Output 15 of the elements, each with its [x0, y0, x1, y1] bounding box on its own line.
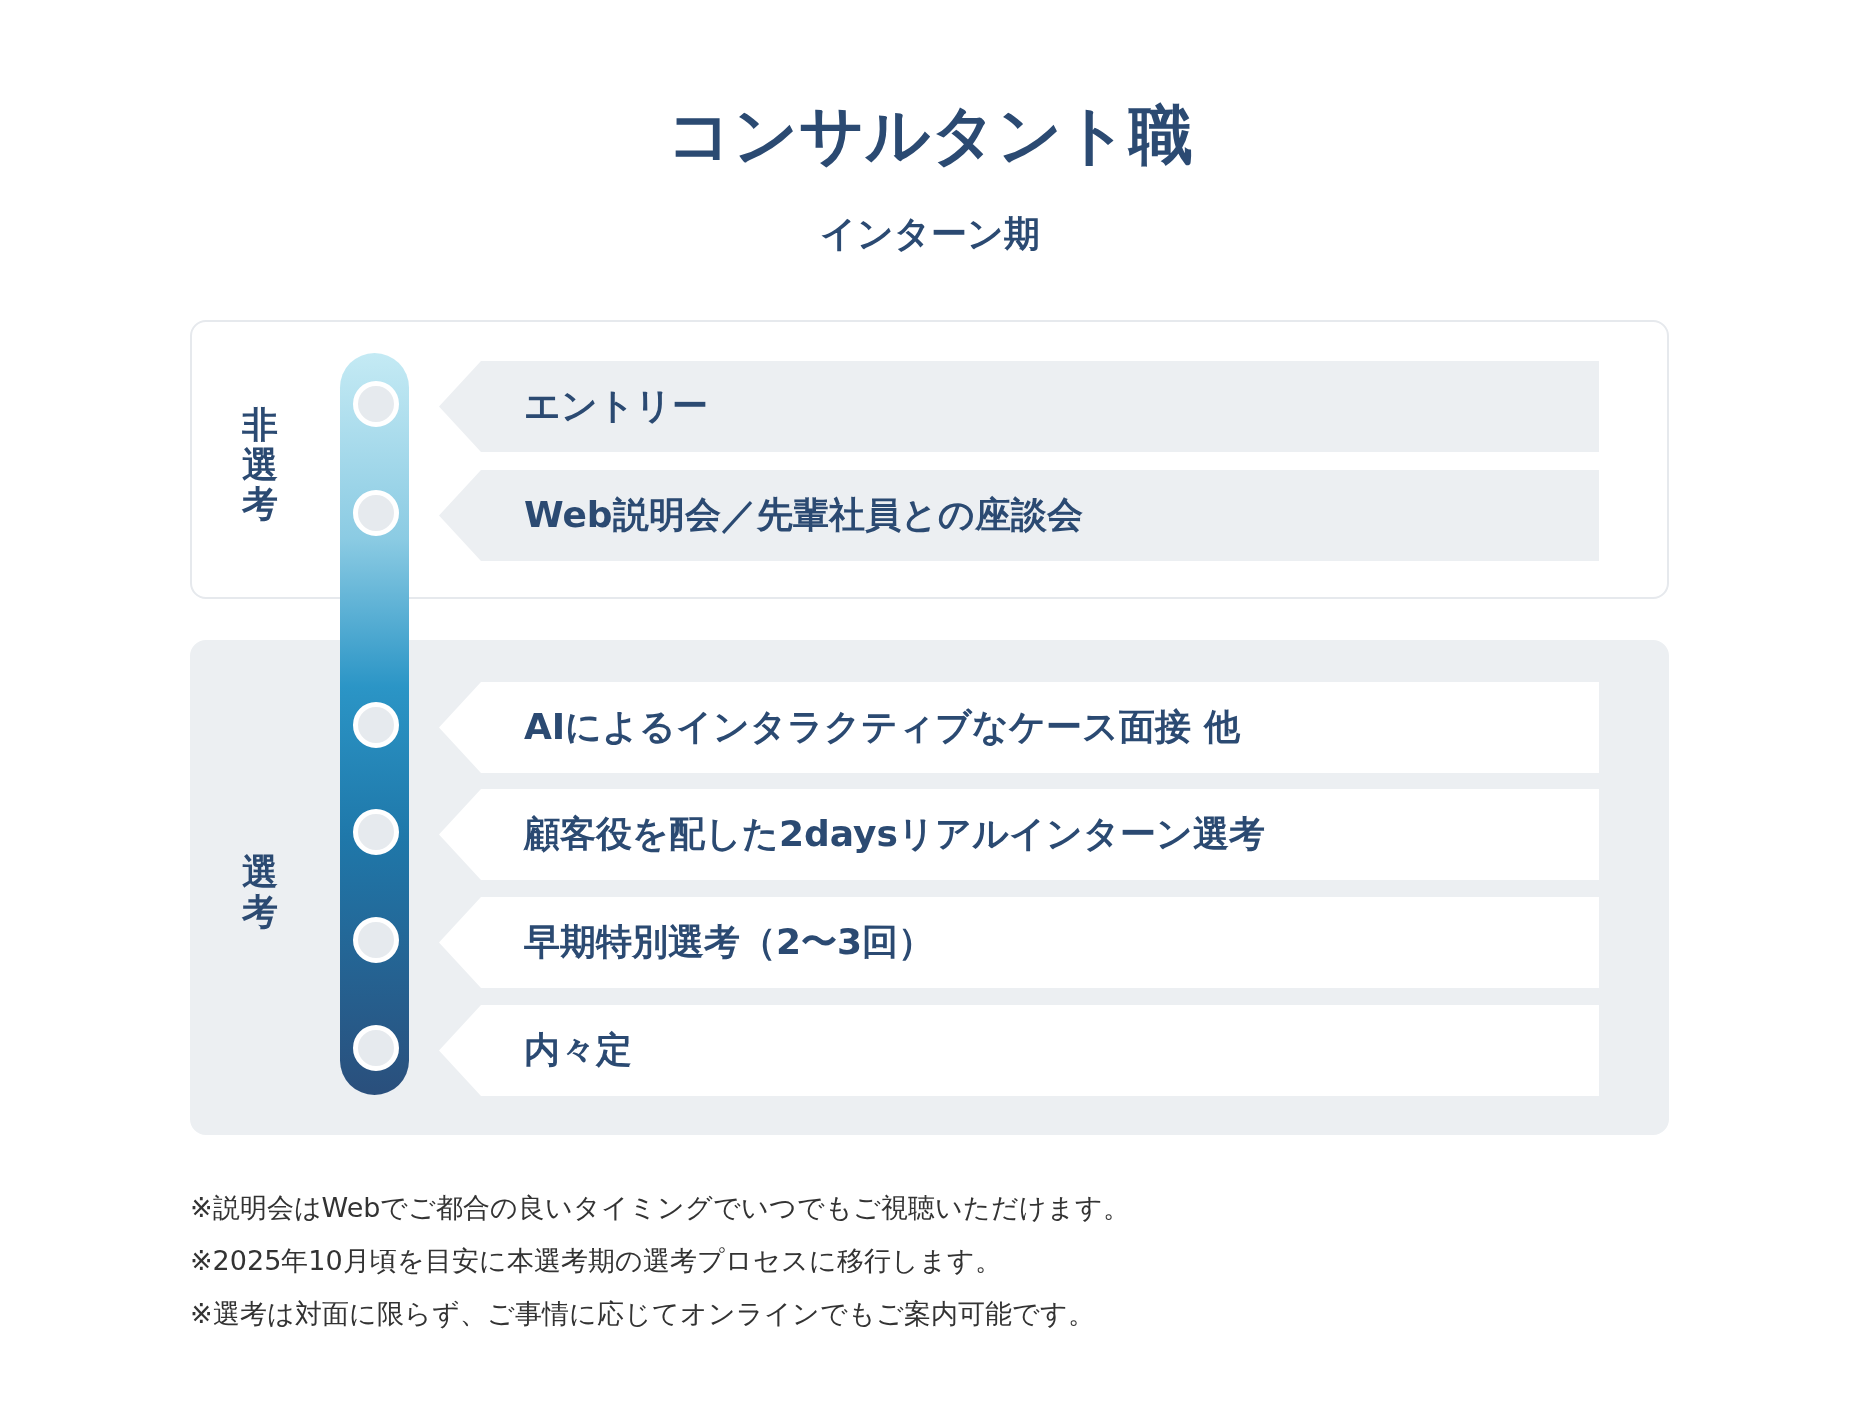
- step-text: 内々定: [524, 1028, 632, 1072]
- stage-label: 選考: [242, 852, 278, 932]
- step-text: エントリー: [524, 384, 708, 428]
- stage-panel: [190, 320, 1669, 599]
- footnote: ※2025年10月頃を目安に本選考期の選考プロセスに移行します。: [190, 1244, 1002, 1278]
- step-text: Web説明会／先輩社員との座談会: [524, 493, 1083, 537]
- stage-label: 非選考: [242, 405, 278, 524]
- footnote: ※説明会はWebでご都合の良いタイミングでいつでもご視聴いただけます。: [190, 1191, 1131, 1225]
- step-text: 顧客役を配した2daysリアルインターン選考: [524, 812, 1265, 856]
- step-text: 早期特別選考（2〜3回）: [524, 920, 935, 964]
- stage-panel: [190, 640, 1669, 1135]
- title: コンサルタント職: [667, 97, 1193, 174]
- step-text: AIによるインタラクティブなケース面接 他: [524, 705, 1240, 749]
- subtitle: インターン期: [820, 212, 1040, 256]
- footnote: ※選考は対面に限らず、ご事情に応じてオンラインでもご案内可能です。: [190, 1297, 1095, 1331]
